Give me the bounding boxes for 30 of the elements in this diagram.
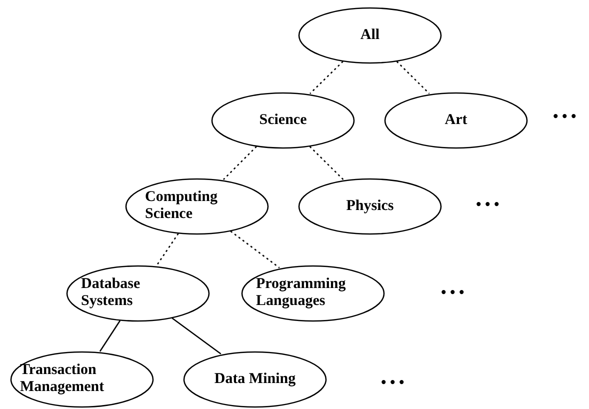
ellipse-node bbox=[241, 264, 385, 322]
ellipse-node bbox=[125, 178, 269, 234]
ellipsis-mark: • • • bbox=[441, 286, 464, 301]
node-label: Physics bbox=[346, 198, 394, 214]
ellipse-node bbox=[384, 92, 528, 148]
connector-line bbox=[172, 318, 222, 354]
node-label: Database Systems bbox=[81, 276, 142, 310]
connector-line bbox=[230, 230, 280, 268]
ellipsis-mark: • • • bbox=[553, 110, 576, 125]
connector-line bbox=[156, 233, 179, 266]
node-label: Science bbox=[259, 112, 307, 128]
ellipsis-mark: • • • bbox=[381, 376, 404, 391]
ellipse-node bbox=[298, 6, 442, 64]
node-label: Data Mining bbox=[214, 370, 296, 388]
connector-line bbox=[309, 146, 344, 180]
ellipse-node bbox=[10, 350, 154, 408]
ellipse-node bbox=[298, 178, 442, 234]
connector-line bbox=[99, 320, 121, 352]
node-label: Art bbox=[444, 112, 468, 128]
connector-line bbox=[310, 60, 344, 94]
node-label: Computing Science bbox=[145, 189, 219, 223]
ellipse-node bbox=[66, 264, 210, 322]
connector-line bbox=[396, 61, 430, 94]
node-label: All bbox=[360, 26, 380, 44]
node-label: Programming Languages bbox=[256, 276, 347, 310]
ellipsis-mark: • • • bbox=[476, 198, 500, 213]
connector-line bbox=[223, 146, 257, 180]
ellipse-node bbox=[211, 92, 355, 148]
node-label: Transaction Management bbox=[20, 362, 106, 396]
ellipse-node bbox=[183, 350, 327, 408]
